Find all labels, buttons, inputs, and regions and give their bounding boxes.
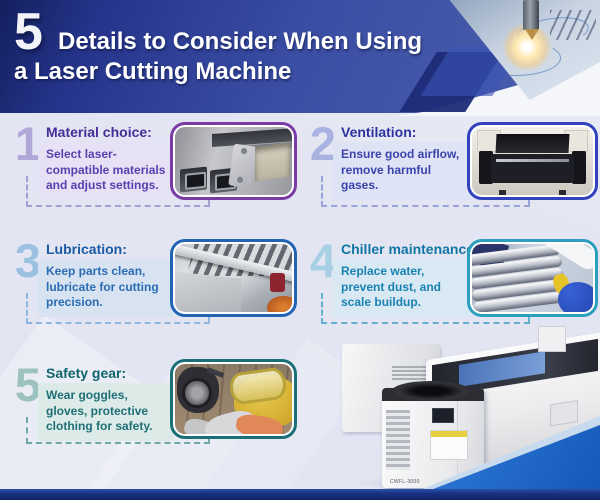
footer-bar (0, 489, 600, 500)
step-description-box: Keep parts clean, lubricate for cutting … (38, 259, 174, 317)
dashed-connector-tick (208, 313, 210, 322)
red-machine-part (269, 272, 285, 292)
metal-parts-photo (170, 122, 297, 200)
dashed-connector (26, 293, 210, 324)
step-title: Ventilation: (341, 124, 417, 140)
step-item-ventilation: 2 Ventilation: Ensure good airflow, remo… (303, 118, 600, 220)
metal-bracket (179, 166, 207, 193)
machine-tower (572, 151, 586, 185)
step-item-chiller-maintenance: 4 Chiller maintenance: Replace water, pr… (303, 235, 600, 337)
machine-rail (496, 159, 569, 162)
laser-nozzle (524, 29, 539, 40)
step-description: Keep parts clean, lubricate for cutting … (46, 264, 159, 310)
chiller-fan (392, 381, 470, 401)
laser-machine-art (472, 127, 593, 195)
respirator-mask (177, 366, 224, 413)
step-description-box: Replace water, prevent dust, and scale b… (333, 259, 473, 317)
orange-machine-part (267, 295, 292, 312)
safety-gear-photo (170, 359, 297, 439)
step-number: 3 (14, 234, 41, 287)
dashed-connector-tick (208, 196, 210, 205)
bracket-slot (184, 171, 206, 190)
metal-surface (175, 271, 241, 312)
dashed-connector (26, 417, 210, 444)
dashed-connector-tick (528, 196, 530, 205)
laser-machine-photo (467, 122, 598, 200)
machine-body (491, 154, 574, 183)
chiller-display (432, 408, 454, 423)
step-number: 2 (309, 117, 336, 170)
plate-hole (237, 175, 245, 183)
step-number: 1 (14, 117, 41, 170)
cut-marks (550, 10, 596, 40)
step-title: Lubrication: (46, 241, 127, 257)
machine-leg (498, 189, 506, 195)
laser-head (523, 0, 540, 30)
machine-leg (559, 189, 567, 195)
dashed-connector (26, 176, 210, 207)
dashed-connector (321, 176, 530, 207)
safety-gear-art (175, 364, 292, 434)
dashed-connector (321, 293, 530, 324)
chiller-label (430, 430, 468, 460)
step-item-material-choice: 1 Material choice: Select laser-compatib… (8, 118, 306, 220)
header-big-number: 5 (14, 3, 43, 61)
step-description-box: Ensure good airflow, remove harmful gase… (333, 142, 473, 200)
step-title: Safety gear: (46, 365, 127, 381)
label-yellow-stripe (431, 431, 467, 437)
header-title-line2: a Laser Cutting Machine (14, 58, 292, 85)
machine-gears-art (175, 244, 292, 312)
laser-cutter-with-chiller-photo: CWFL-3000 (330, 326, 600, 493)
step-number: 4 (309, 234, 336, 287)
metal-plate (228, 143, 258, 189)
step-description-box: Wear goggles, gloves, protective clothin… (38, 383, 174, 441)
gantry-head (538, 326, 566, 352)
blue-glove (557, 282, 593, 312)
metal-parts-art (175, 127, 292, 195)
machine-tower (479, 151, 493, 185)
metal-sheet (458, 351, 545, 387)
step-description: Wear goggles, gloves, protective clothin… (46, 388, 153, 434)
step-description: Select laser-compatible materials and ad… (46, 147, 166, 193)
chiller-coils-photo (467, 239, 598, 317)
step-item-lubrication: 3 Lubrication: Keep parts clean, lubrica… (8, 235, 306, 337)
chiller-coils-art (472, 244, 593, 312)
dashed-connector-tick (528, 313, 530, 322)
step-title: Chiller maintenance: (341, 241, 479, 257)
step-description-box: Select laser-compatible materials and ad… (38, 142, 174, 200)
chiller-model-text: CWFL-3000 (390, 479, 420, 485)
bed-panel (550, 400, 578, 427)
cabinet-spec-text (392, 366, 426, 382)
machine-lid (495, 133, 570, 153)
step-number: 5 (14, 358, 41, 411)
step-description: Ensure good airflow, remove harmful gase… (341, 147, 460, 193)
chiller-vents (386, 410, 410, 470)
step-description: Replace water, prevent dust, and scale b… (341, 264, 442, 310)
step-item-safety-gear: 5 Safety gear: Wear goggles, gloves, pro… (8, 353, 306, 455)
header-title-line1: Details to Consider When Using (58, 28, 423, 55)
machine-gears-photo (170, 239, 297, 317)
step-title: Material choice: (46, 124, 152, 140)
respirator-filter (182, 377, 212, 409)
metal-channel (254, 142, 290, 182)
plate-hole (241, 147, 249, 155)
